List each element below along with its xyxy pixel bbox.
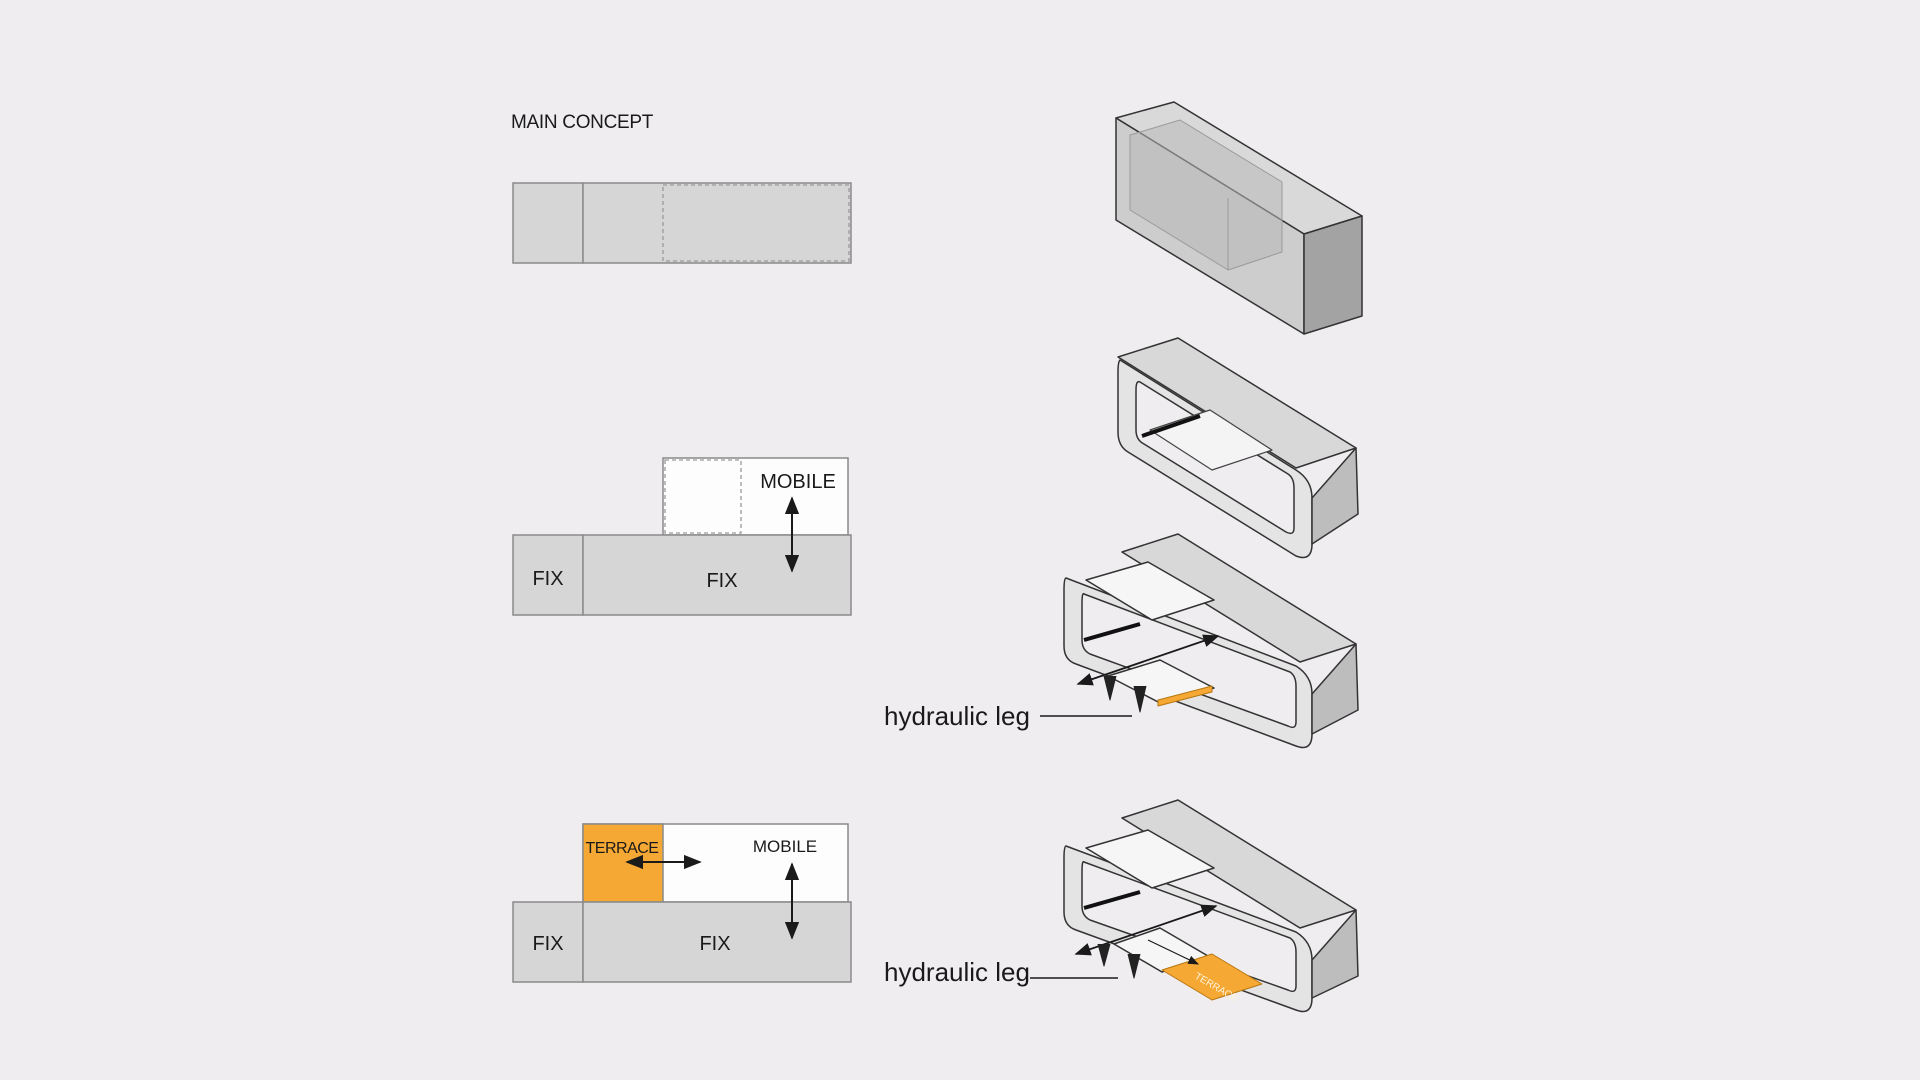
unit2-end-face xyxy=(1311,643,1359,735)
unit1-shelf-line xyxy=(1141,414,1201,438)
solid-box-end-face xyxy=(1303,215,1363,335)
plan2-mobile-block xyxy=(662,457,849,536)
plan3-fix-large-block xyxy=(582,901,852,983)
unit1-end-face xyxy=(1311,447,1359,545)
isometric-unit-terrace xyxy=(1063,799,1359,1013)
plan-diagram-1 xyxy=(512,182,852,264)
plan2-fix-large-block xyxy=(582,534,852,616)
hydraulic-leg-label-2: hydraulic leg xyxy=(884,957,1030,987)
hydraulic-leg-label-1: hydraulic leg xyxy=(884,701,1030,731)
unit2-upper-slab xyxy=(1085,561,1215,621)
unit2-orange-edge xyxy=(1157,685,1213,707)
isometric-solid-box xyxy=(1115,101,1363,335)
plan-diagram-2: FIX FIX MOBILE xyxy=(512,457,852,616)
plan3-mobile-label: MOBILE xyxy=(753,837,817,856)
plan2-mobile-label: MOBILE xyxy=(760,471,836,493)
unit2-hydraulic-leg-1 xyxy=(1103,675,1117,701)
unit2-shelf-line xyxy=(1083,622,1141,642)
unit1-front-frame xyxy=(1117,359,1313,559)
plan1-fix-large-block xyxy=(582,182,852,264)
unit3-shelf-line xyxy=(1083,890,1141,910)
plan3-fix-small-label: FIX xyxy=(532,933,563,955)
plan1-mobile-dashed-outline xyxy=(662,184,850,262)
plan3-fix-small-block xyxy=(512,901,584,983)
plan1-fix-small-block xyxy=(512,182,584,264)
main-concept-title: MAIN CONCEPT xyxy=(511,112,654,133)
plan2-fix-large-label: FIX xyxy=(706,570,737,592)
unit2-hydraulic-leg-2 xyxy=(1133,685,1147,713)
plan2-fix-small-label: FIX xyxy=(532,568,563,590)
isometric-unit-extending xyxy=(1063,533,1359,749)
plan2-fix-small-block xyxy=(512,534,584,616)
unit3-upper-slab xyxy=(1085,829,1215,889)
unit3-inner-arrow xyxy=(1147,939,1199,965)
solid-box-inner-volume xyxy=(1129,119,1283,271)
plan2-mobile-dashed-outline xyxy=(664,459,742,534)
plan3-fix-large-label: FIX xyxy=(699,933,730,955)
unit3-hydraulic-leg-1 xyxy=(1097,943,1111,967)
unit2-slide-arrow xyxy=(1076,634,1220,686)
unit3-end-face xyxy=(1311,909,1359,999)
isometric-unit-closed xyxy=(1117,337,1359,559)
unit3-hydraulic-leg-2 xyxy=(1127,953,1141,979)
unit1-floor-plate xyxy=(1149,409,1273,471)
plan-diagram-3: TERRACE MOBILE FIX FIX xyxy=(512,823,852,983)
plan3-terrace-label: TERRACE xyxy=(586,840,659,857)
